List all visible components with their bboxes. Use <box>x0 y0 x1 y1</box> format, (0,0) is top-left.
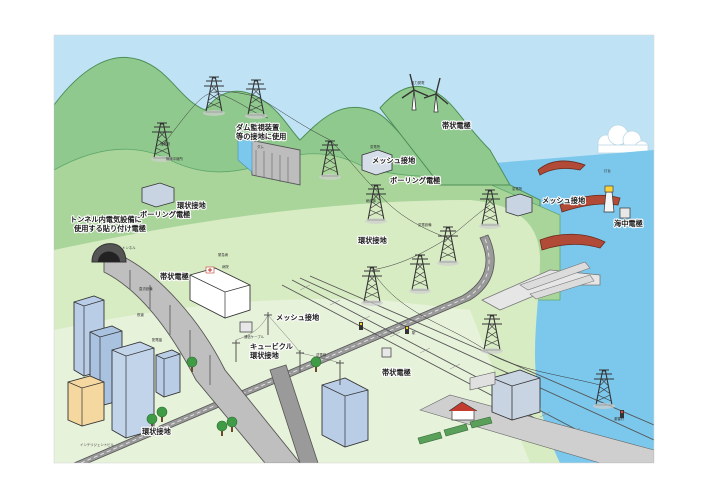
cubicle-box <box>239 321 253 333</box>
small-dc: 直流設備 <box>139 286 153 291</box>
label-band-lower: 帯状電極 <box>382 368 411 377</box>
small-railway: 鉄道 <box>137 312 144 317</box>
label-boring-left: ボーリング電極 <box>140 210 190 219</box>
sea-box <box>619 207 631 219</box>
small-hospital: 病院 <box>222 264 229 269</box>
label-mesh-top: メッシュ接地 <box>372 156 416 165</box>
label-ring-top: 環状接地 <box>177 201 207 210</box>
label-dam: ダム監視装置 <box>236 123 279 132</box>
small-tunnel: トンネル <box>122 245 136 250</box>
road-center-line <box>80 235 490 463</box>
label-mesh-center: メッシュ接地 <box>276 313 320 322</box>
lighthouse <box>603 185 615 213</box>
rock-coast-3 <box>539 233 606 251</box>
frame-border <box>53 34 655 464</box>
building-lower <box>321 377 369 448</box>
pier <box>481 269 601 311</box>
label-intelligent-building: インテリジェントビル <box>80 442 115 447</box>
label-ring-mid: 環状接地 <box>358 236 388 245</box>
wind-turbine-1 <box>401 73 429 111</box>
label-cubicle-2: 環状接地 <box>250 351 280 360</box>
road-side <box>269 364 319 463</box>
label-band-wind: 帯状電極 <box>442 121 471 130</box>
small-substation: 変電所 <box>370 144 381 149</box>
small-station: 駅 <box>412 331 416 335</box>
label-mesh-right: メッシュ接地 <box>542 196 586 205</box>
utility-poles <box>232 312 344 385</box>
small-substation2: 変電所 <box>512 186 523 191</box>
small-relay-top2: 無線中継所 <box>166 156 184 161</box>
small-wind: 風力発電 <box>411 80 425 85</box>
small-pole: 避雷針 <box>614 416 625 421</box>
intelligent-building <box>67 375 105 427</box>
coast-building <box>505 193 533 217</box>
substation-building <box>361 149 393 176</box>
hospital-building <box>189 266 251 319</box>
small-branch: 通信ケーブル <box>244 334 265 339</box>
elevated-road <box>103 255 301 463</box>
label-boring-mid: ボーリング電極 <box>390 176 440 185</box>
label-band-left: 帯状電極 <box>160 272 189 281</box>
small-power-lines: 送電線 <box>316 352 327 357</box>
station-building <box>469 369 541 421</box>
label-cubicle-1: キュービクル <box>250 342 294 351</box>
label-tunnel-2: 使用する貼り付け電極 <box>73 224 146 233</box>
building-mid <box>155 349 181 398</box>
small-insulator: 絶縁体 <box>366 198 377 203</box>
label-tunnel-1: トンネル内電気設備に <box>70 215 142 224</box>
label-sea-electrode: 海中電極 <box>614 219 643 228</box>
small-house <box>448 401 478 421</box>
small-lighthouse: 灯台 <box>604 168 611 173</box>
rail-yard <box>419 394 654 463</box>
train <box>417 416 493 445</box>
road-main <box>73 234 495 463</box>
building-tall-3 <box>111 341 155 439</box>
small-cubicle: 配電盤 <box>152 337 163 342</box>
small-dam: ダム <box>257 144 264 149</box>
relay-station-building <box>141 182 175 208</box>
rock-coast-1 <box>537 160 586 176</box>
signals <box>359 322 624 418</box>
small-relay-top: 通信設 <box>160 141 171 146</box>
wind-turbine-2 <box>423 77 449 113</box>
mountain-right <box>379 86 511 186</box>
small-transformer: 変電設備 <box>418 222 432 227</box>
label-dam-2: 等の接地に使用 <box>235 132 286 141</box>
small-hospital-sign: 緊急病 <box>218 252 229 257</box>
label-ring-bottom: 環状接地 <box>142 427 172 436</box>
power-lines <box>161 91 601 386</box>
pole-box <box>381 347 392 358</box>
